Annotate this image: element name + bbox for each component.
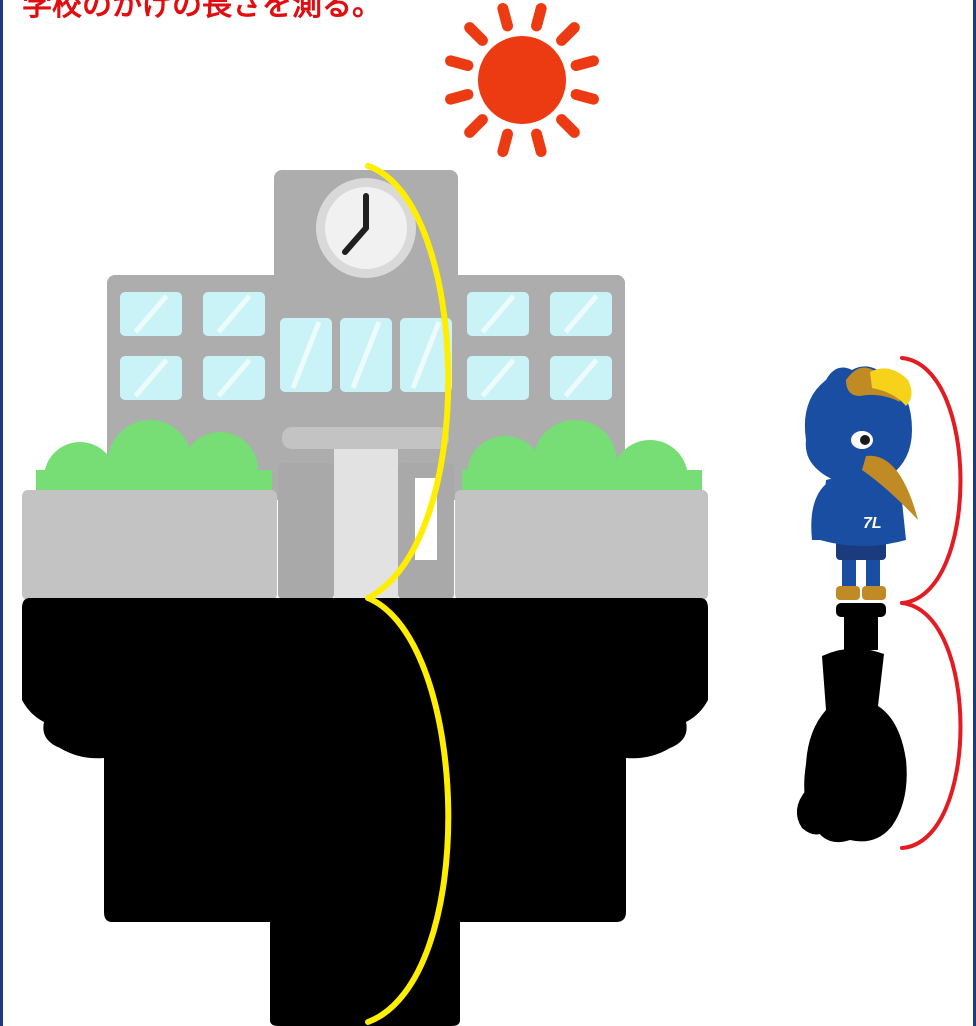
mascot-shoe-left [836, 586, 860, 600]
sun-ray [576, 94, 593, 99]
sun-ray [503, 134, 508, 151]
sun-ray [470, 120, 483, 133]
sun-ray [470, 28, 483, 41]
mascot-shadow-body [804, 648, 907, 842]
entrance-door [334, 449, 398, 600]
sun-ray [562, 120, 575, 133]
sun-ray [576, 61, 593, 66]
school-shadow-shape [22, 598, 708, 1026]
sun-ray [451, 94, 468, 99]
sun-ray [536, 9, 541, 26]
sun-ray [451, 61, 468, 66]
front-wall-left [22, 490, 277, 600]
sun-icon [451, 9, 594, 152]
mascot-pupil [860, 435, 870, 445]
mascot-shirt-logo: 7L [863, 515, 882, 532]
mascot-shoe-right [862, 586, 886, 600]
mascot-shadow [797, 603, 907, 842]
sun-ray [503, 9, 508, 26]
school-building-icon [22, 170, 708, 600]
bird-mascot-icon: 7L [805, 366, 918, 600]
entrance-canopy [282, 427, 449, 449]
sun-disc [478, 36, 566, 124]
front-wall-right [455, 490, 708, 600]
entrance-pillar-left [278, 463, 334, 600]
school-shadow [22, 598, 708, 1026]
sun-ray [536, 134, 541, 151]
mascot-shadow-legs [844, 614, 878, 650]
mascot-shadow-bracket [902, 603, 961, 848]
mascot-arm-left [811, 484, 826, 540]
sun-ray [562, 28, 575, 41]
